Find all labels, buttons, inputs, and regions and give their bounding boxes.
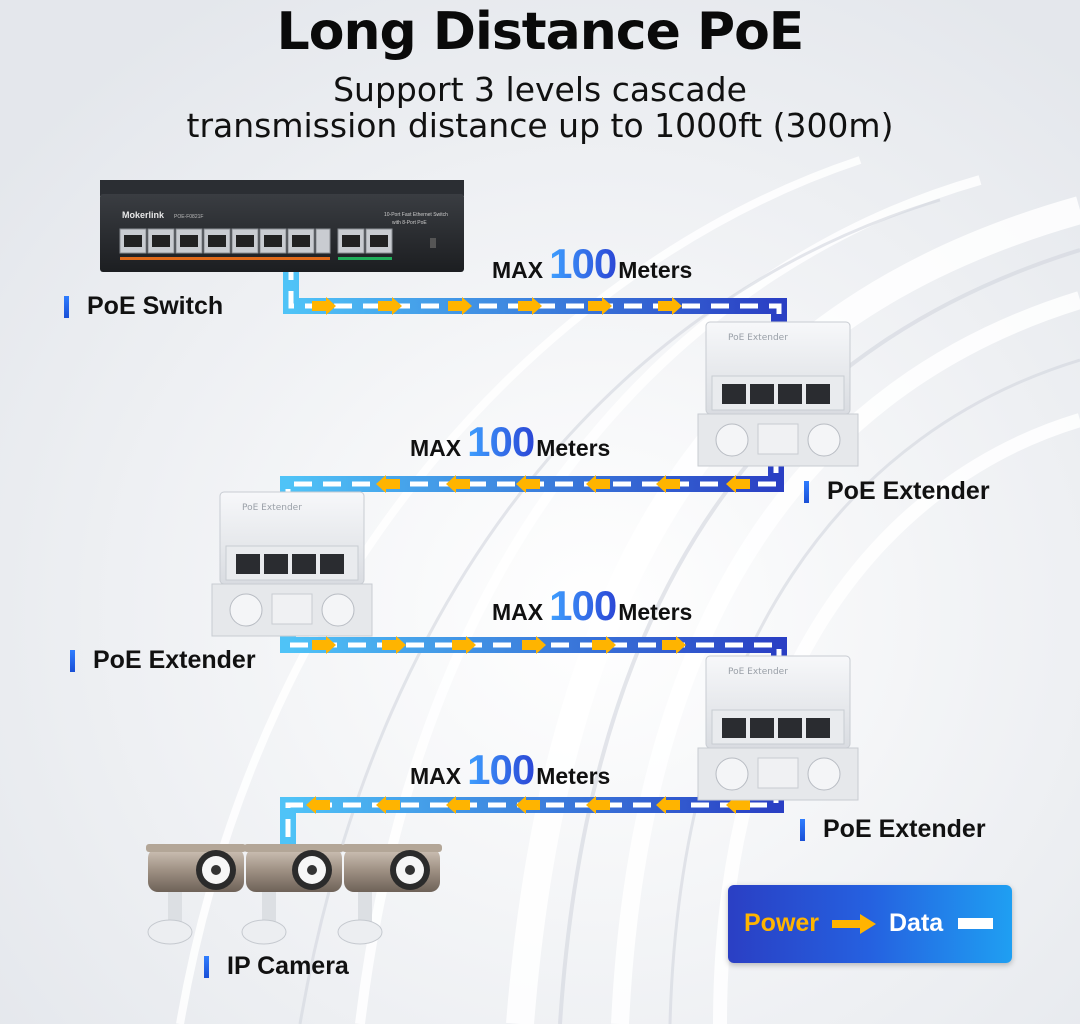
data-dash-icon — [958, 918, 993, 929]
poe-switch-device: Mokerlink POE-F0821F 10-Port Fast Ethern… — [100, 180, 464, 272]
ip-camera-2 — [241, 844, 344, 945]
poe-switch-label: PoE Switch — [64, 292, 223, 321]
switch-desc-1: 10-Port Fast Ethernet Switch — [384, 212, 448, 218]
switch-brand-text: Mokerlink — [122, 210, 165, 220]
light-streaks — [176, 156, 1080, 1024]
switch-model-text: POE-F0821F — [174, 214, 203, 220]
accent-bar — [800, 818, 805, 841]
legend-box: Power Data — [728, 885, 1012, 963]
accent-bar — [204, 955, 209, 978]
power-arrow-icon — [832, 914, 876, 934]
svg-text:PoE Extender: PoE Extender — [242, 503, 302, 513]
poe-extender-2-label: PoE Extender — [70, 646, 256, 675]
legend-data-label: Data — [889, 909, 944, 937]
power-arrows — [306, 297, 750, 814]
legend-power-label: Power — [744, 909, 820, 937]
ip-camera-3 — [337, 844, 442, 945]
accent-bar — [804, 480, 809, 503]
accent-bar — [64, 295, 69, 318]
ip-camera-label: IP Camera — [204, 952, 349, 981]
poe-extender-1-label: PoE Extender — [804, 477, 990, 506]
svg-text:PoE Extender: PoE Extender — [728, 333, 788, 343]
poe-extender-1-device: PoE Extender — [697, 321, 859, 467]
ip-camera-1 — [146, 844, 246, 945]
accent-bar — [70, 649, 75, 672]
poe-extender-2-device: PoE Extender — [211, 491, 373, 637]
page-title: Long Distance PoE — [276, 2, 805, 62]
poe-extender-3-device: PoE Extender — [697, 655, 859, 801]
poe-extender-3-label: PoE Extender — [800, 815, 986, 844]
subtitle-line-2: transmission distance up to 1000ft (300m… — [186, 106, 894, 145]
switch-desc-2: with 8-Port PoE — [392, 220, 427, 226]
svg-text:PoE Extender: PoE Extender — [728, 667, 788, 677]
subtitle-line-1: Support 3 levels cascade — [333, 70, 747, 109]
